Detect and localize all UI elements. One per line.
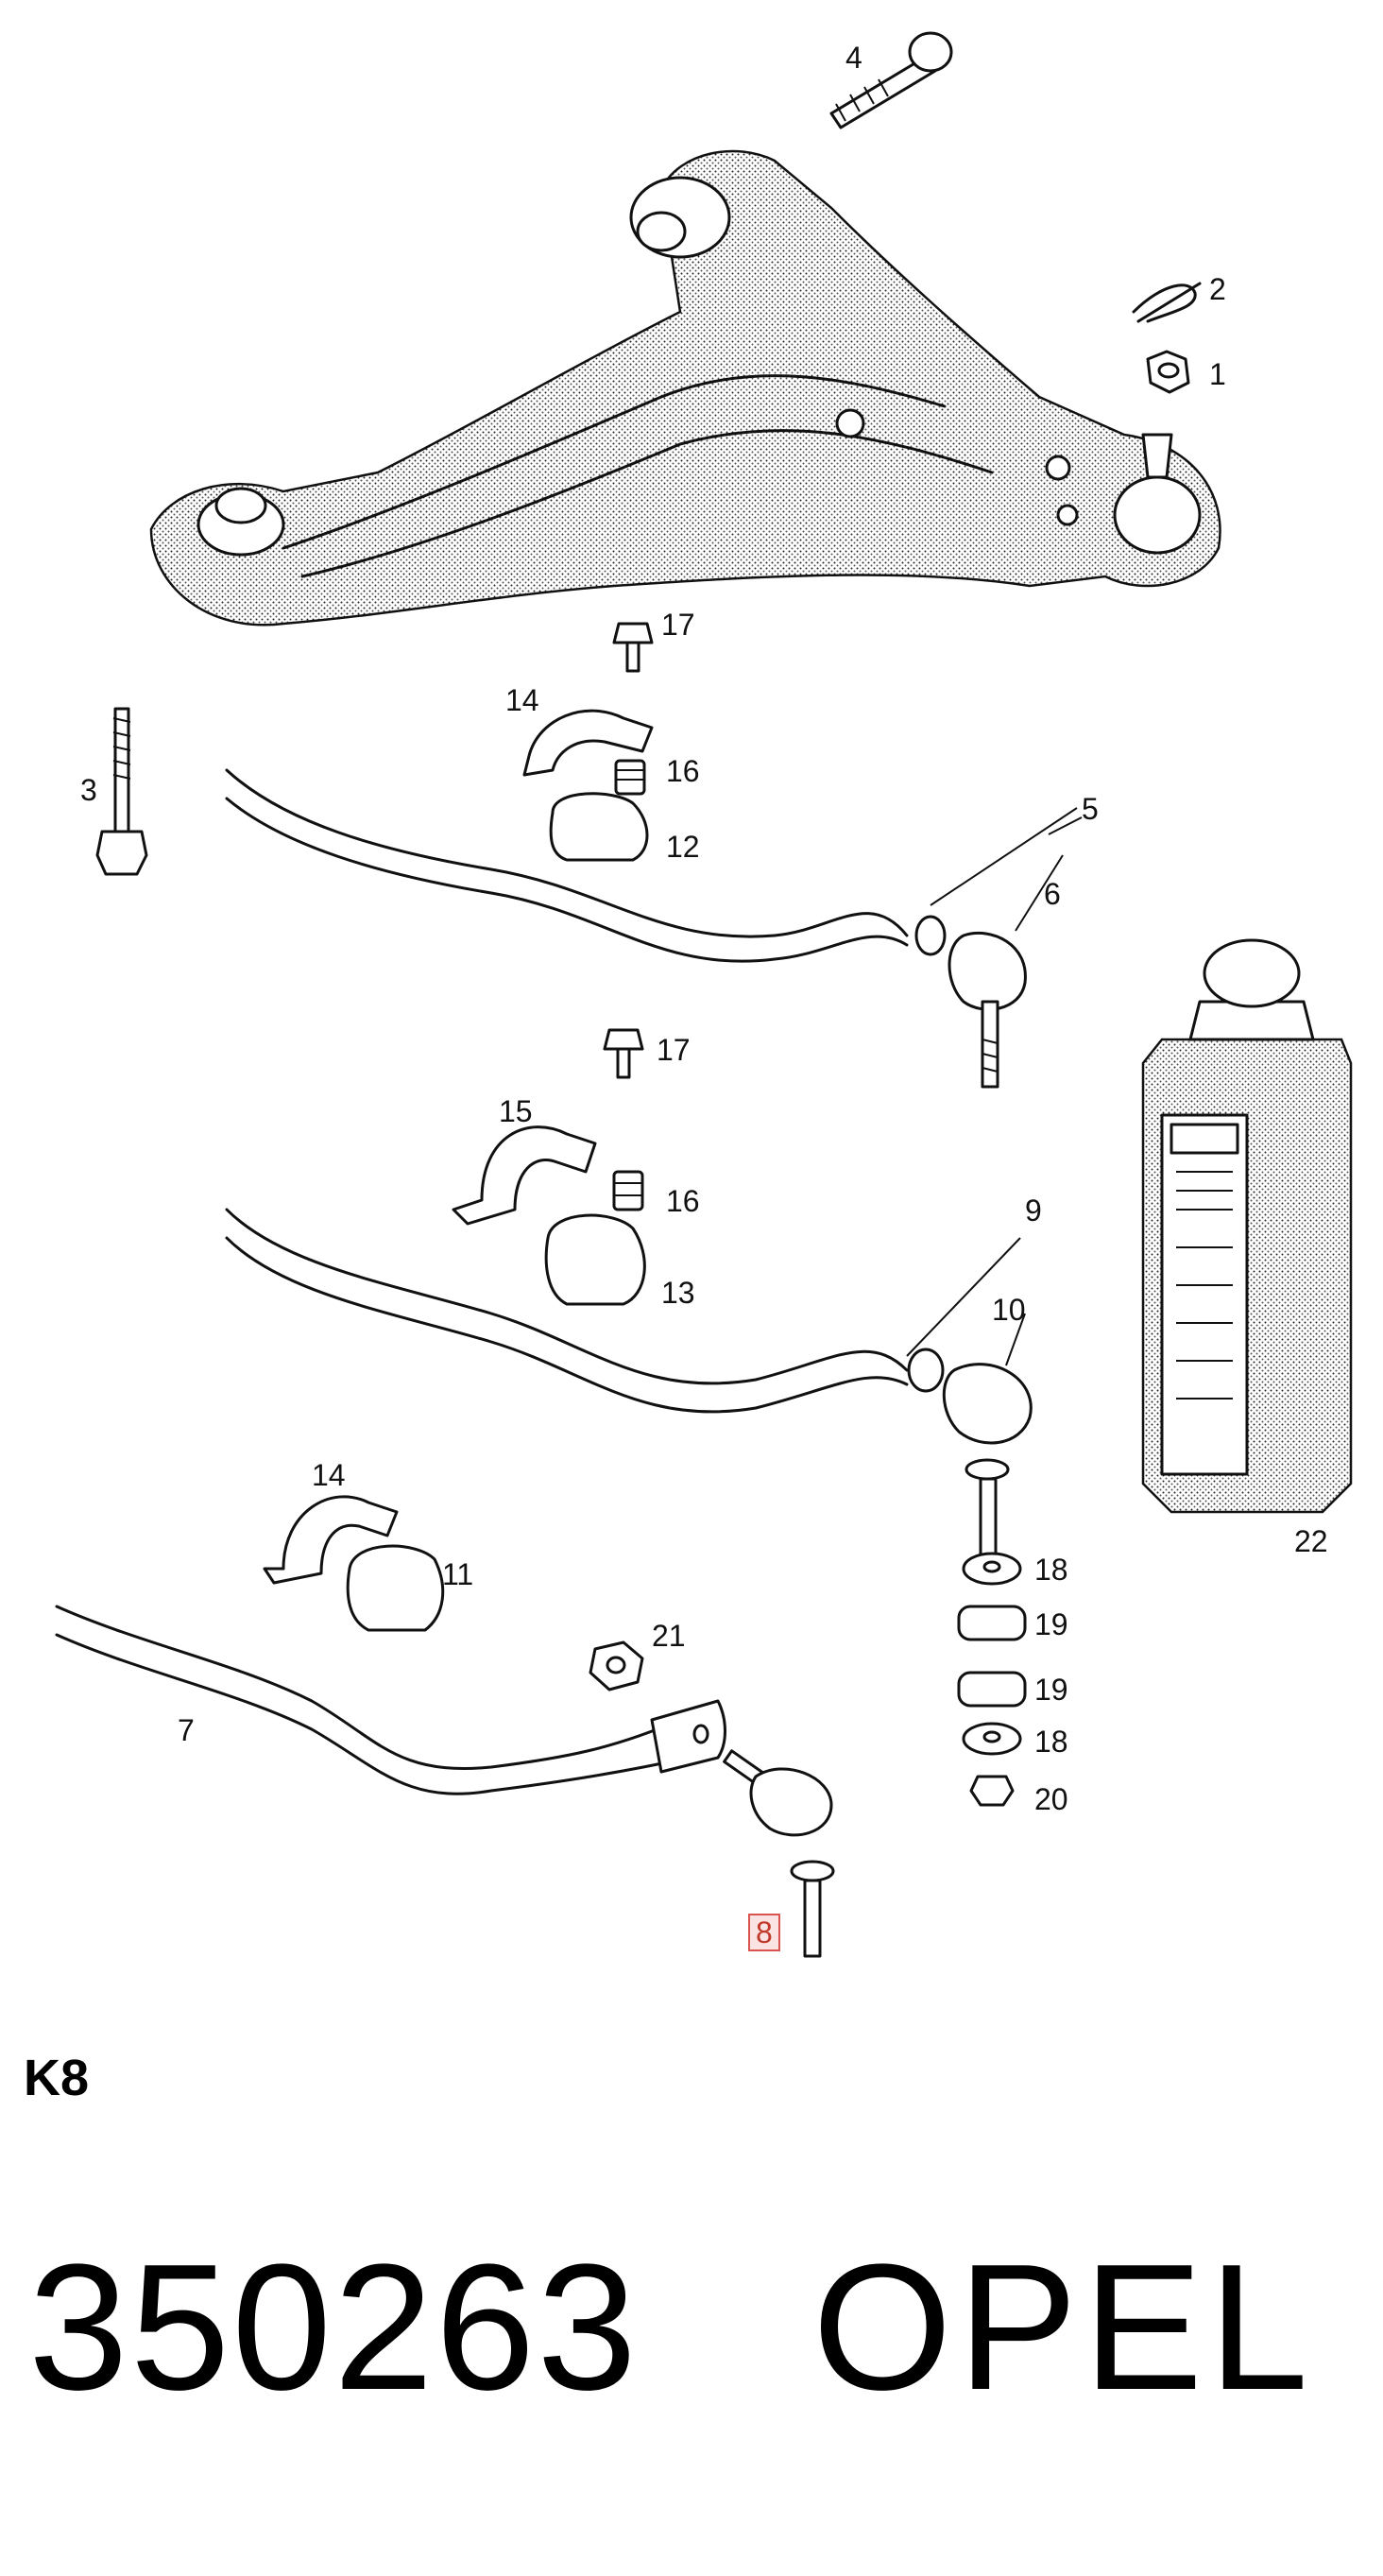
parts-diagram (55, 31, 1353, 1958)
washer-part-18-upper (962, 1552, 1022, 1586)
part-label-4: 4 (845, 41, 862, 75)
part-label-20: 20 (1034, 1782, 1068, 1816)
brand-name: OPEL (812, 2227, 1314, 2428)
bolt-part-4 (829, 31, 953, 129)
stabiliser-bar-part-7 (55, 1605, 726, 1795)
part-label-13: 13 (661, 1276, 695, 1310)
part-label-10: 10 (992, 1293, 1026, 1327)
part-label-16-lower: 16 (666, 1184, 700, 1218)
insert-part-16-upper (614, 759, 646, 796)
bush-part-13 (544, 1213, 646, 1306)
part-label-12: 12 (666, 830, 700, 864)
clamp-part-14-lower (263, 1495, 399, 1585)
part-label-5: 5 (1082, 792, 1099, 826)
part-label-14-upper: 14 (505, 683, 539, 717)
bush-part-11 (346, 1544, 445, 1632)
castle-nut-part-1 (1146, 350, 1190, 394)
part-label-17-lower: 17 (657, 1033, 691, 1067)
washer-part-18-lower (962, 1722, 1022, 1756)
section-code: K8 (24, 2050, 90, 2106)
clamp-part-15 (452, 1125, 597, 1226)
link-part-6 (948, 931, 1027, 1089)
bolt-part-3 (95, 707, 148, 876)
fluid-bottle-part-22 (1141, 938, 1353, 1514)
part-label-18-lower: 18 (1034, 1725, 1068, 1759)
nut-part-20 (969, 1775, 1015, 1807)
stabiliser-bar-part-5 (225, 768, 947, 963)
part-label-15: 15 (499, 1094, 533, 1128)
part-label-6: 6 (1044, 877, 1061, 911)
link-part-8 (723, 1749, 835, 1958)
insert-part-16-lower (612, 1170, 644, 1211)
part-label-19-upper: 19 (1034, 1607, 1068, 1641)
rubber-part-19-lower (957, 1671, 1027, 1708)
split-pin-part-2 (1132, 282, 1202, 323)
control-arm (149, 149, 1221, 627)
part-label-11: 11 (442, 1557, 474, 1591)
part-number: 350263 (28, 2227, 640, 2428)
part-label-2: 2 (1209, 272, 1226, 306)
part-label-16-upper: 16 (666, 754, 700, 788)
bush-part-12 (549, 792, 649, 862)
rubber-part-19-upper (957, 1605, 1027, 1641)
stabiliser-bar-part-9 (225, 1208, 945, 1414)
link-part-10 (942, 1363, 1033, 1556)
part-label-7: 7 (178, 1713, 195, 1747)
part-label-9: 9 (1025, 1194, 1042, 1228)
part-label-1: 1 (1209, 357, 1226, 391)
part-label-3: 3 (80, 773, 97, 807)
part-label-19-lower: 19 (1034, 1673, 1068, 1707)
part-label-22: 22 (1294, 1524, 1328, 1558)
bolt-part-17-lower (603, 1028, 644, 1079)
part-label-18-upper: 18 (1034, 1553, 1068, 1587)
part-label-21: 21 (652, 1619, 686, 1653)
part-label-8-highlighted[interactable]: 8 (748, 1914, 780, 1951)
bolt-part-17-upper (612, 622, 654, 673)
nut-part-21 (589, 1640, 644, 1692)
part-label-14-lower: 14 (312, 1458, 346, 1492)
leader-lines (906, 807, 1083, 1366)
clamp-part-14-upper (522, 709, 654, 777)
part-label-17-upper: 17 (661, 608, 695, 642)
